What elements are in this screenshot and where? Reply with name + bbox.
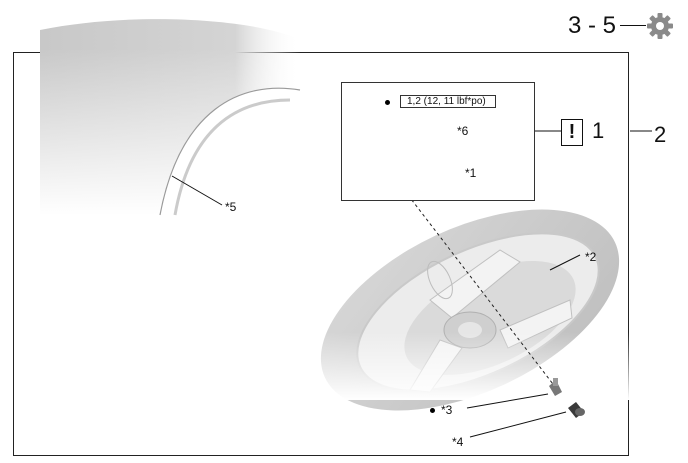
sensor-detail-inset bbox=[341, 82, 535, 201]
callout-valve-stem: *3 bbox=[441, 403, 453, 417]
page-reference: 3 - 5 bbox=[568, 12, 617, 39]
callout-cap: *4 bbox=[452, 435, 464, 449]
frame-reference: 2 bbox=[654, 122, 667, 147]
torque-spec: 1,2 (12, 11 lbf*po) bbox=[400, 95, 496, 108]
valve-stem-bullet bbox=[430, 408, 435, 413]
callout-sensor: *6 bbox=[457, 124, 469, 138]
valve-stem-shape bbox=[549, 378, 562, 396]
callout-wheel: *2 bbox=[585, 250, 597, 264]
gear-icon bbox=[646, 12, 674, 40]
callout-valve-body: *1 bbox=[465, 166, 477, 180]
install-path-line bbox=[407, 194, 557, 389]
warning-mark: ! bbox=[561, 119, 583, 146]
warning-reference: 1 bbox=[592, 118, 605, 143]
callout-tire: *5 bbox=[225, 200, 237, 214]
reference-leader-line bbox=[620, 25, 646, 26]
tire-shape bbox=[40, 19, 301, 216]
wheel-rim-shape bbox=[300, 209, 640, 411]
valve-cap-shape bbox=[568, 402, 585, 418]
torque-bullet bbox=[385, 100, 390, 105]
